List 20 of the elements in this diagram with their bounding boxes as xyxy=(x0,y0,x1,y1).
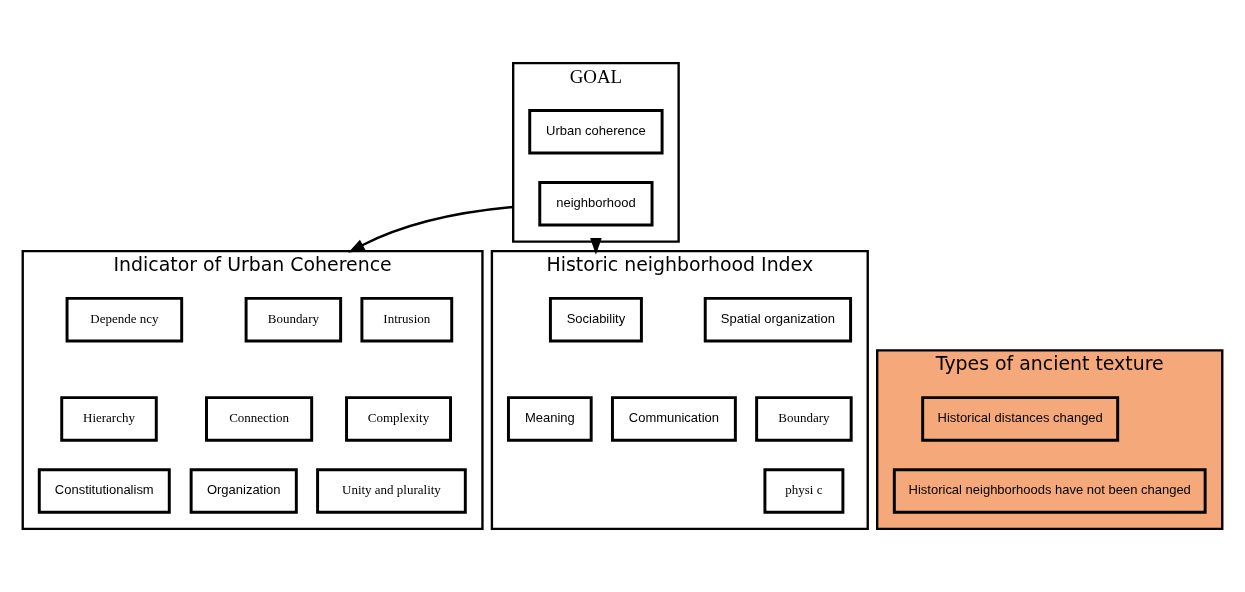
node-box: Communication xyxy=(610,396,737,442)
arrow xyxy=(348,205,514,253)
node-box: Constitutionalism xyxy=(37,468,171,514)
node-box: Hierarchy xyxy=(60,396,158,442)
node-box: neighborhood xyxy=(538,181,654,227)
node-box: Complexity xyxy=(345,396,453,442)
node-box: Intrusion xyxy=(360,296,454,343)
node-box: Urban coherence xyxy=(528,108,664,155)
node-box: Organization xyxy=(189,468,298,514)
node-box: Unity and plurality xyxy=(316,468,467,514)
node-box: Meaning xyxy=(506,396,593,442)
node-box: Historical neighborhoods have not been changed xyxy=(892,468,1207,514)
node-box: Depende ncy xyxy=(65,296,184,343)
node-box: Historical distances changed xyxy=(921,396,1120,442)
node-box: physi c xyxy=(763,468,845,514)
node-box: Connection xyxy=(205,396,314,442)
node-box: Boundary xyxy=(755,396,853,442)
node-box: Sociability xyxy=(548,296,643,343)
node-box: Spatial organization xyxy=(703,296,853,343)
node-box: Boundary xyxy=(244,296,343,343)
